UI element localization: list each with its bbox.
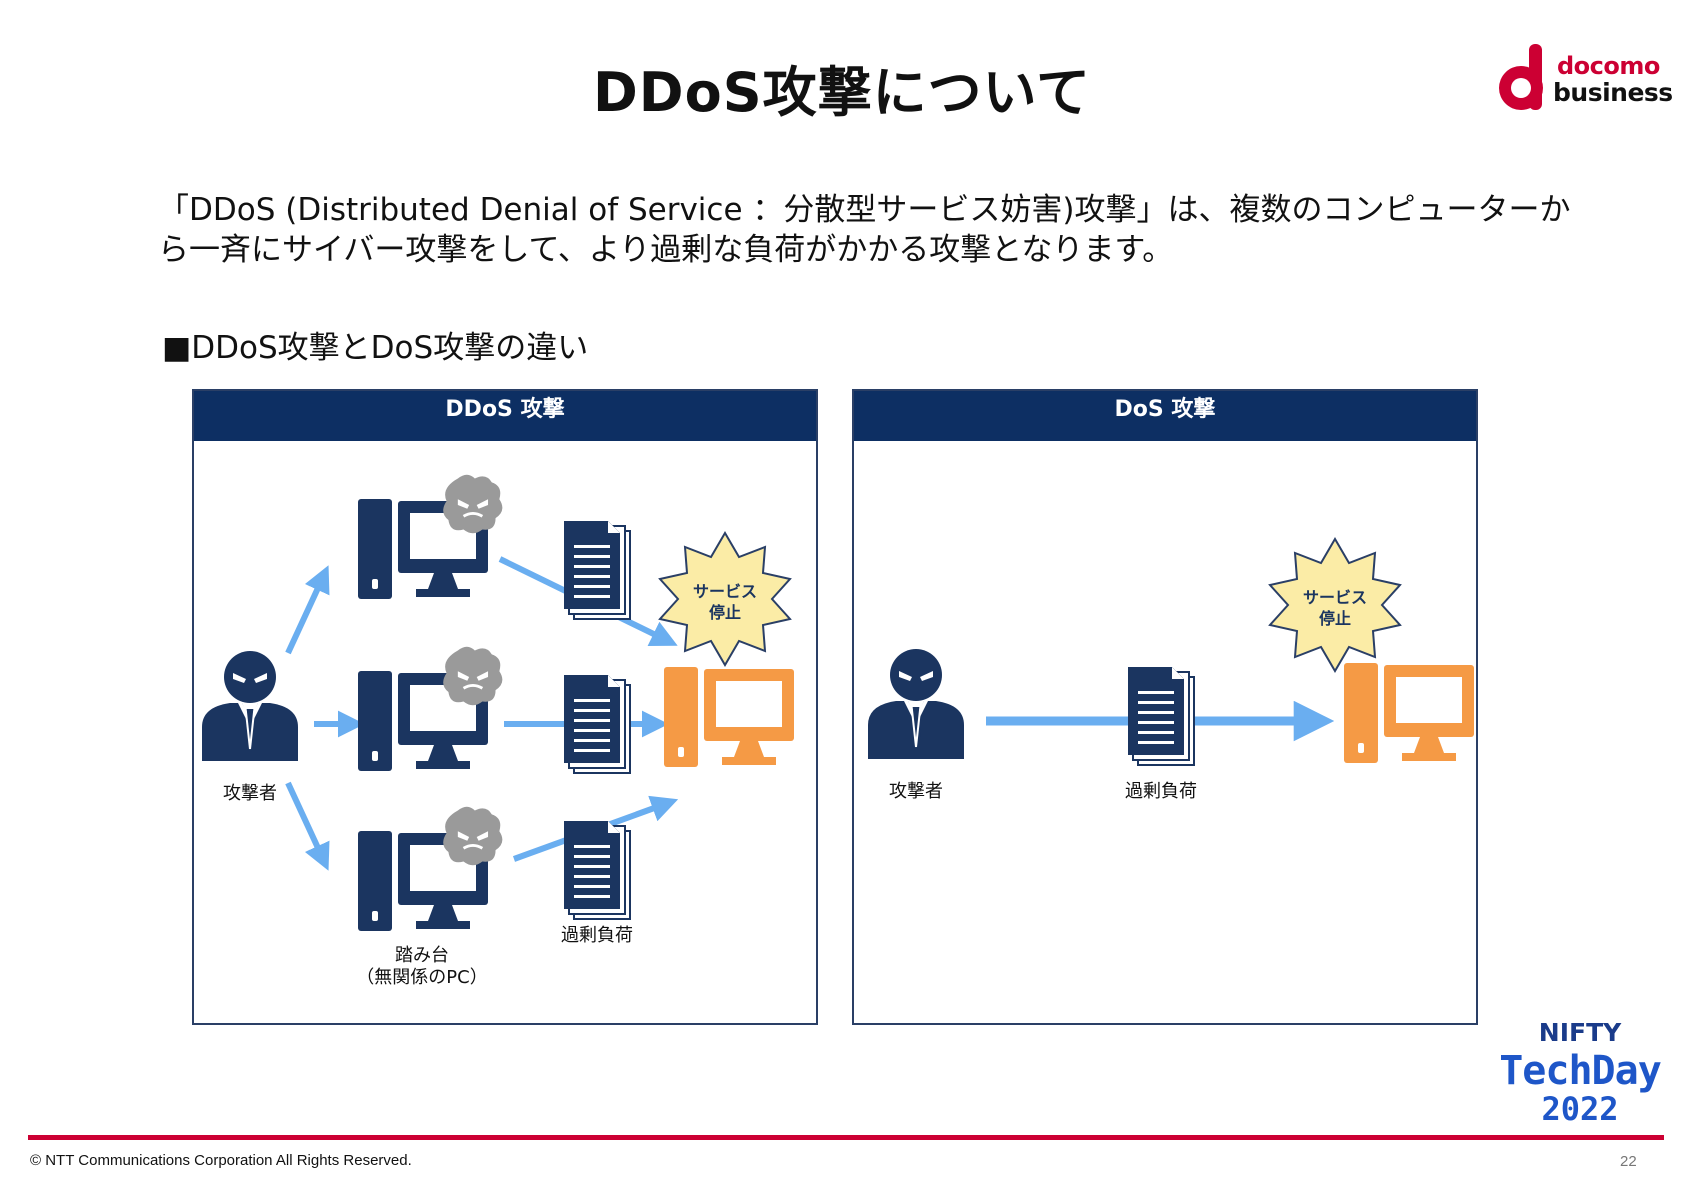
event-line1: NIFTY <box>1538 1018 1622 1047</box>
load-doc-mid-icon <box>563 675 631 774</box>
dos-panel-title: DoS 攻撃 <box>854 391 1476 441</box>
target-server-icon <box>664 667 794 767</box>
brand-line1: docomo <box>1557 52 1660 80</box>
load-doc-bottom-icon <box>563 821 631 920</box>
dos-diagram <box>867 537 1474 766</box>
dos-load-doc-icon <box>1127 667 1195 766</box>
event-line2: TechDay <box>1499 1048 1662 1094</box>
ddos-bots-label-line2: （無関係のPC） <box>356 967 488 988</box>
ddos-panel-title: DDoS 攻撃 <box>194 391 816 441</box>
ddos-attacker-label: 攻撃者 <box>223 783 277 804</box>
docomo-d-icon <box>1499 44 1543 110</box>
dos-load-label: 過剰負荷 <box>1125 781 1197 802</box>
ddos-burst-line2: 停止 <box>708 603 741 622</box>
ddos-bots-label-line1: 踏み台 <box>395 945 449 966</box>
attacker-icon <box>201 650 299 762</box>
load-doc-top-icon <box>563 521 631 620</box>
docomo-business-logo: docomo business <box>1495 42 1673 114</box>
dos-target-server-icon <box>1344 663 1474 763</box>
ddos-panel: DDoS 攻撃 サービス <box>192 389 818 1025</box>
virus-top-icon <box>441 473 504 535</box>
page-title: DDoS攻撃について <box>592 61 1092 124</box>
brand-line2: business <box>1553 78 1673 107</box>
ddos-load-label: 過剰負荷 <box>561 925 633 946</box>
section-heading: ■DDoS攻撃とDoS攻撃の違い <box>162 330 589 366</box>
nifty-techday-logo: NIFTY TechDay 2022 <box>1490 1018 1670 1128</box>
ddos-burst-line1: サービス <box>692 582 757 601</box>
copyright-text: © NTT Communications Corporation All Rig… <box>30 1152 412 1169</box>
dos-attacker-icon <box>867 648 965 760</box>
arrow-attacker-to-bot-bottom <box>285 781 330 871</box>
footer-divider <box>28 1135 1664 1140</box>
dos-burst-line2: 停止 <box>1318 609 1351 628</box>
dos-attacker-label: 攻撃者 <box>889 781 943 802</box>
intro-paragraph: 「DDoS (Distributed Denial of Service ：分散… <box>158 192 1571 268</box>
dos-panel: DoS 攻撃 サービス 停止 攻撃者 過剰負荷 <box>852 389 1478 1025</box>
dos-burst-line1: サービス <box>1302 588 1367 607</box>
virus-bottom-icon <box>441 805 504 867</box>
service-down-burst <box>658 531 792 667</box>
ddos-diagram <box>201 473 794 931</box>
page-number: 22 <box>1620 1153 1637 1170</box>
dos-service-down-burst <box>1268 537 1402 673</box>
virus-mid-icon <box>441 645 504 707</box>
event-line3: 2022 <box>1541 1090 1619 1128</box>
arrow-attacker-to-bot-top <box>285 565 330 655</box>
